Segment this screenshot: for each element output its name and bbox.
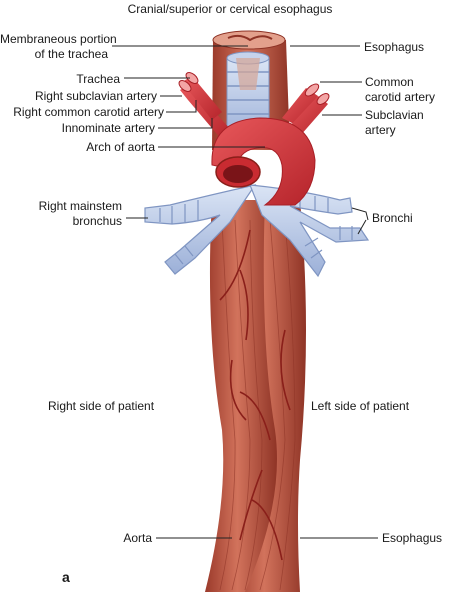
subclavian-label-line1: Subclavian xyxy=(365,108,424,122)
esophagus-top-label: Esophagus xyxy=(364,40,425,54)
aortic-arch xyxy=(211,117,316,206)
common-carotid-label-line1: Common xyxy=(365,75,414,89)
membraneous-label-line1: Membraneous portion xyxy=(0,32,117,46)
arch-of-aorta-label: Arch of aorta xyxy=(86,140,155,154)
right-mainstem-label-line1: Right mainstem xyxy=(38,199,122,213)
muscle-fibers xyxy=(219,219,296,591)
right-side-label: Right side of patient xyxy=(48,399,155,413)
figure-letter: a xyxy=(62,569,70,585)
aorta-label: Aorta xyxy=(123,531,152,545)
subclavian-label-line2: artery xyxy=(365,123,396,137)
leader-lines xyxy=(112,45,378,539)
right-common-carotid-label: Right common carotid artery xyxy=(13,105,164,119)
common-carotid-label-line2: carotid artery xyxy=(365,90,436,104)
descending-aorta xyxy=(205,200,277,592)
innominate-artery xyxy=(178,72,233,140)
right-subclavian-label: Right subclavian artery xyxy=(34,89,157,103)
surface-vessels xyxy=(219,229,291,561)
right-mainstem-label-line2: bronchus xyxy=(72,214,122,228)
right-mainstem-bronchus xyxy=(144,184,257,275)
title-label: Cranial/superior or cervical esophagus xyxy=(127,2,333,16)
membraneous-label-line2: of the trachea xyxy=(34,47,108,61)
left-arteries xyxy=(282,83,330,136)
esophagus-bottom-label: Esophagus xyxy=(382,531,443,545)
innominate-label: Innominate artery xyxy=(61,121,155,135)
left-side-label: Left side of patient xyxy=(311,399,410,413)
trachea-label: Trachea xyxy=(76,72,120,86)
bronchi-label: Bronchi xyxy=(372,211,413,225)
